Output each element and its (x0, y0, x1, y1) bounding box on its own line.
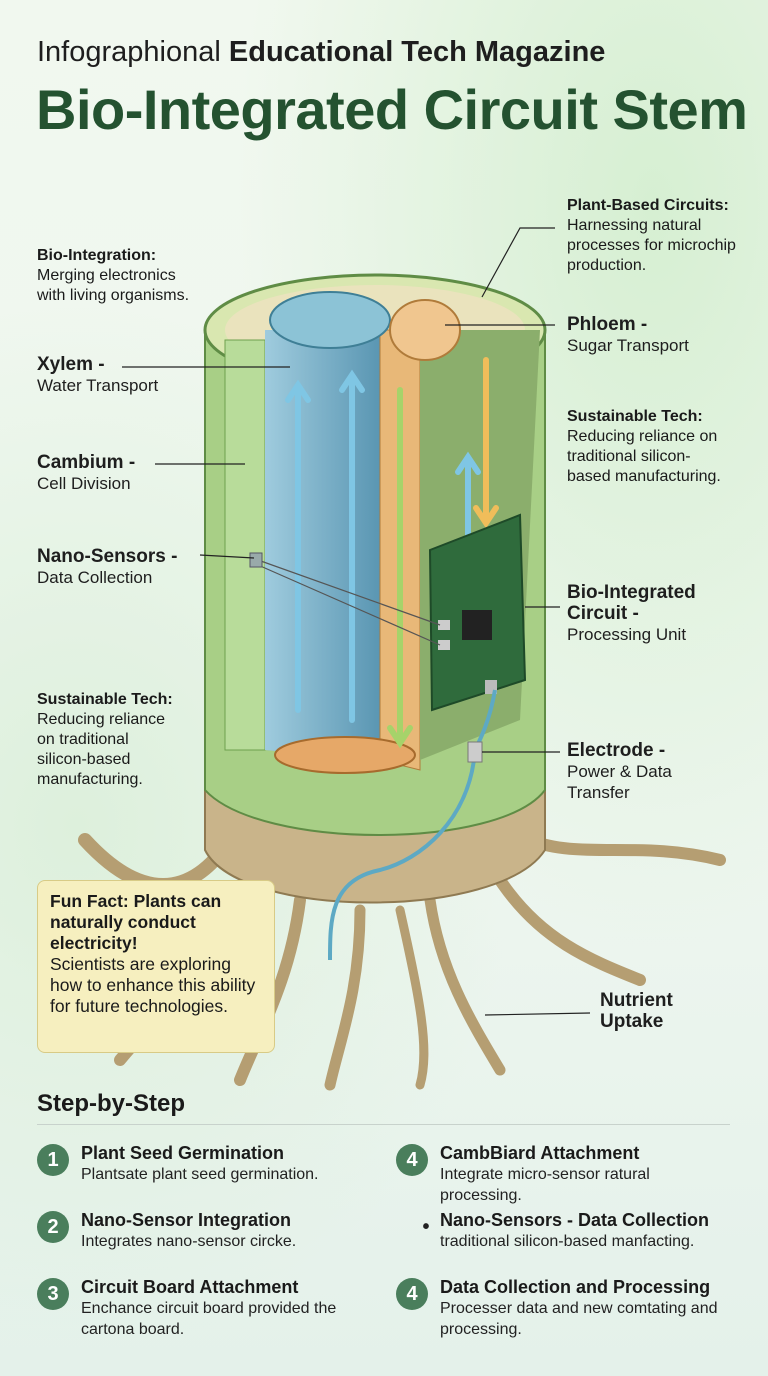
flow-arrows (285, 357, 499, 749)
steps-heading: Step-by-Step (37, 1090, 186, 1117)
leader-lines (122, 227, 591, 1016)
label-nano-sensors: Nano-Sensors -Data Collection (37, 546, 178, 587)
label-xylem: Xylem -Water Transport (37, 354, 159, 395)
circuit-board (428, 513, 527, 712)
subtitle-light: Infographional (37, 36, 221, 68)
label-electrode: Electrode -Power & Data Transfer (567, 740, 672, 802)
magazine-subtitle: Infographional Educational Tech Magazine (37, 36, 605, 69)
label-cambium: Cambium -Cell Division (37, 452, 136, 493)
label-bio-integrated-circuit: Bio-Integrated Circuit -Processing Unit (567, 582, 696, 644)
label-sustainable-tech-left: Sustainable Tech: Reducing reliance on t… (37, 691, 173, 788)
label-phloem: Phloem -Sugar Transport (567, 314, 689, 355)
subtitle-bold: Educational Tech Magazine (228, 36, 606, 68)
label-sustainable-tech-right: Sustainable Tech:Reducing reliance on tr… (567, 408, 721, 485)
divider (37, 1124, 730, 1125)
label-nutrient-uptake: Nutrient Uptake (600, 990, 673, 1032)
label-plant-based-circuits: Plant-Based Circuits: Harnessing natural… (567, 197, 736, 274)
page-title: Bio-Integrated Circuit Stem (36, 78, 748, 141)
fun-fact-box: Fun Fact: Plants can naturally conduct e… (37, 880, 275, 1053)
trunk (203, 273, 547, 904)
label-bio-integration: Bio-Integration:Merging electronics with… (37, 247, 190, 304)
chip-icon (462, 610, 492, 640)
